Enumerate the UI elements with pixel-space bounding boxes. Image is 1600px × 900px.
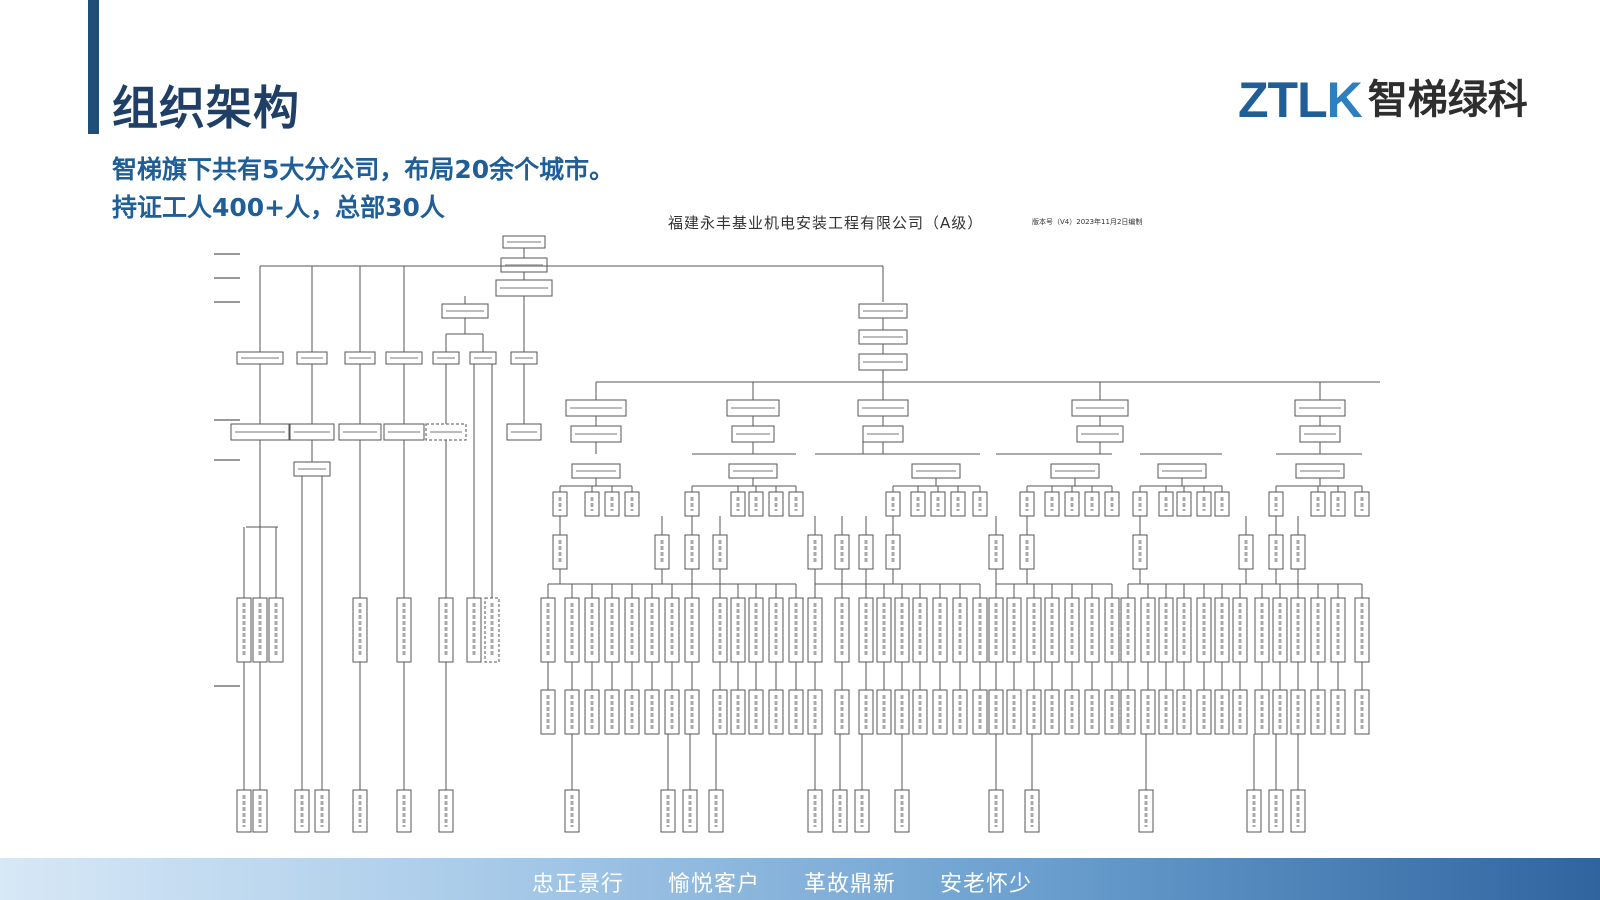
org-role-box — [1044, 689, 1060, 735]
org-role-box — [858, 689, 874, 735]
slogan-1: 忠正景行 — [532, 872, 625, 897]
title-accent-bar — [88, 0, 99, 134]
org-role-box — [540, 689, 556, 735]
org-role-box — [1196, 689, 1212, 735]
page-title: 组织架构 — [112, 81, 300, 135]
org-role-box — [1064, 689, 1080, 735]
footer-slogans: 忠正景行 愉悦客户 革故鼎新 安老怀少 — [532, 866, 1032, 898]
org-role-box — [1254, 689, 1270, 735]
org-role-box — [1158, 689, 1174, 735]
org-role-box — [730, 689, 746, 735]
brand-logo-chinese: 智梯绿科 — [1367, 77, 1528, 123]
org-role-box — [604, 689, 620, 735]
org-role-box — [834, 689, 850, 735]
org-role-box — [768, 689, 784, 735]
org-role-box — [912, 689, 928, 735]
org-role-box — [1232, 689, 1248, 735]
intro-line-2: 持证工人400+人，总部30人 — [112, 193, 445, 222]
slogan-3: 革故鼎新 — [804, 872, 897, 897]
org-role-box — [712, 689, 728, 735]
org-role-box — [1026, 689, 1042, 735]
org-role-box — [1120, 689, 1136, 735]
org-role-box — [876, 689, 892, 735]
org-role-box — [952, 689, 968, 735]
footer-bar — [0, 858, 1600, 900]
org-role-box — [788, 689, 804, 735]
org-role-box — [584, 689, 600, 735]
org-role-box — [1140, 689, 1156, 735]
brand-logo-latin: ZTLK — [1238, 72, 1363, 128]
org-role-box — [1272, 689, 1288, 735]
org-role-box — [1310, 689, 1326, 735]
org-role-box — [932, 689, 948, 735]
org-role-box — [624, 689, 640, 735]
org-role-box — [972, 689, 988, 735]
org-role-box — [1214, 689, 1230, 735]
slogan-4: 安老怀少 — [940, 872, 1033, 897]
orgchart-company-title: 福建永丰基业机电安装工程有限公司（A级） — [668, 214, 984, 232]
slogan-2: 愉悦客户 — [668, 872, 761, 897]
brand-logo: ZTLK 智梯绿科 — [1238, 74, 1528, 126]
org-role-box — [644, 689, 660, 735]
org-role-box — [1176, 689, 1192, 735]
org-role-box — [684, 689, 700, 735]
org-role-box — [664, 689, 680, 735]
org-role-box — [1330, 689, 1346, 735]
orgchart-version: 版本号（V4）2023年11月2日编制 — [1032, 218, 1143, 226]
org-role-box — [1354, 689, 1370, 735]
org-role-box — [748, 689, 764, 735]
org-role-box — [1084, 689, 1100, 735]
intro-line-1: 智梯旗下共有5大分公司，布局20余个城市。 — [112, 155, 615, 184]
org-role-box — [1104, 689, 1120, 735]
org-role-box — [1006, 689, 1022, 735]
